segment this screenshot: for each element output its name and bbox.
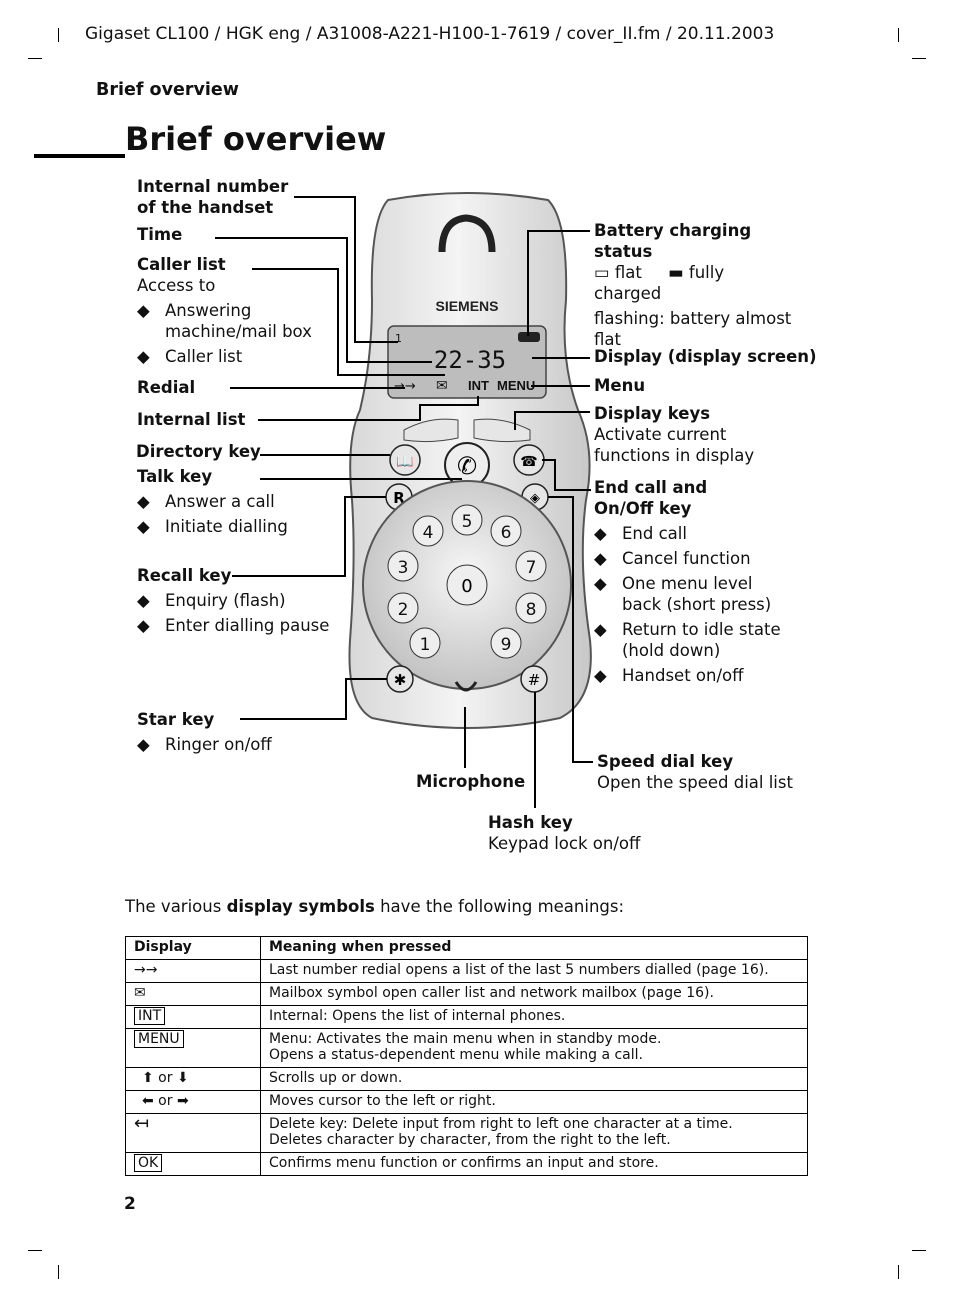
display-key-left [403,418,459,443]
key-7 [515,550,547,582]
table-row: →→ Last number redial opens a list of th… [125,959,808,983]
crop-mark [28,1250,42,1251]
table-row: ⬆ or ⬇ Scrolls up or down. [125,1067,808,1091]
key-8 [515,592,547,624]
directory-key [389,444,421,476]
table-row: MENU Menu: Activates the main menu when … [125,1028,808,1068]
label-menu: Menu [594,376,646,395]
microphone-slot [454,681,478,692]
key-3 [387,550,419,582]
svg-text:9: 9 [501,635,512,655]
table-row: INT Internal: Opens the list of internal… [125,1005,808,1029]
svg-text:8: 8 [526,600,537,620]
key-2 [387,592,419,624]
svg-text:6: 6 [501,523,512,543]
svg-text:📖: 📖 [396,454,413,470]
display-mail-symbol: ✉ [436,378,448,394]
svg-text:#: # [528,671,541,689]
crop-mark [912,58,926,59]
svg-text:4: 4 [423,523,434,543]
symbols-intro: The various display symbols have the fol… [125,897,625,916]
menu-symbol: MENU [134,1030,184,1048]
label-speed-dial: Speed dial key Open the speed dial list [597,752,793,792]
handset-number-indicator: 1 [395,332,402,345]
battery-full-icon: ▬ [668,263,684,282]
key-6 [490,515,522,547]
label-end-call-key: End call and On/Off key ◆End call ◆Cance… [594,478,781,685]
key-5 [451,504,483,536]
table-header-row: Display Meaning when pressed [125,936,808,960]
int-symbol: INT [134,1007,166,1025]
earpiece [438,214,496,253]
svg-text:✆: ✆ [457,452,477,480]
page-number: 2 [124,1194,136,1214]
svg-text:0: 0 [461,576,472,597]
running-head: Brief overview [96,80,239,100]
label-microphone: Microphone [416,772,526,791]
svg-text:3: 3 [398,558,409,578]
label-display-keys: Display keys Activate current functions … [594,404,755,465]
label-talk-key: Talk key ◆Answer a call ◆Initiate dialli… [137,467,288,536]
label-internal-list: Internal list [137,410,246,429]
key-1 [409,627,441,659]
brand-logo: SIEMENS [435,298,498,314]
display-menu-softkey: MENU [497,378,535,393]
cursor-symbols: ⬅ or ➡ [125,1090,261,1114]
battery-flat-icon: ▭ [594,263,610,282]
display-int-softkey: INT [468,378,489,393]
label-directory-key: Directory key [136,442,261,461]
display-symbols-table: Display Meaning when pressed →→ Last num… [125,936,808,1176]
battery-icon [518,332,540,342]
key-9 [490,627,522,659]
scroll-symbols: ⬆ or ⬇ [125,1067,261,1091]
display-time: 22-35 [434,346,506,374]
svg-text:7: 7 [526,558,537,578]
key-4 [412,515,444,547]
label-internal-number: Internal number of the handset [137,177,289,217]
delete-symbol: ↤ [125,1113,261,1153]
crop-mark [28,58,42,59]
file-info-header: Gigaset CL100 / HGK eng / A31008-A221-H1… [85,24,775,44]
redial-symbol: →→ [125,959,261,983]
svg-text:✱: ✱ [394,671,407,689]
phone-diagram: SIEMENS 1 22-35 →→ ✉ INT MENU 📖 ✆ ☎ R ◈ … [215,192,593,808]
svg-text:☎: ☎ [520,454,537,470]
crop-mark [912,1250,926,1251]
title-rule [34,154,125,158]
table-row: ✉ Mailbox symbol open caller list and ne… [125,982,808,1006]
label-battery-status: Battery charging status ▭ flat ▬ fully c… [594,221,792,349]
label-star-key: Star key ◆Ringer on/off [137,710,272,754]
label-recall-key: Recall key ◆Enquiry (flash) ◆Enter diall… [137,566,330,635]
page-title: Brief overview [125,120,387,158]
svg-text:5: 5 [462,512,473,532]
label-caller-list: Caller list Access to ◆Answering machine… [137,255,312,366]
svg-text:1: 1 [420,635,431,655]
label-time: Time [137,225,183,244]
crop-mark [898,1265,899,1279]
table-row: ⬅ or ➡ Moves cursor to the left or right… [125,1090,808,1114]
mail-symbol: ✉ [125,982,261,1006]
display-redial-symbol: →→ [394,379,416,394]
table-row: ↤ Delete key: Delete input from right to… [125,1113,808,1153]
crop-mark [58,1265,59,1279]
label-display: Display (display screen) [594,347,817,366]
svg-text:2: 2 [398,600,409,620]
crop-mark [58,28,59,42]
table-row: OK Confirms menu function or confirms an… [125,1152,808,1176]
ok-symbol: OK [134,1154,163,1172]
label-redial: Redial [137,378,196,397]
svg-text:◈: ◈ [530,491,540,506]
crop-mark [898,28,899,42]
label-hash-key: Hash key Keypad lock on/off [488,813,641,853]
